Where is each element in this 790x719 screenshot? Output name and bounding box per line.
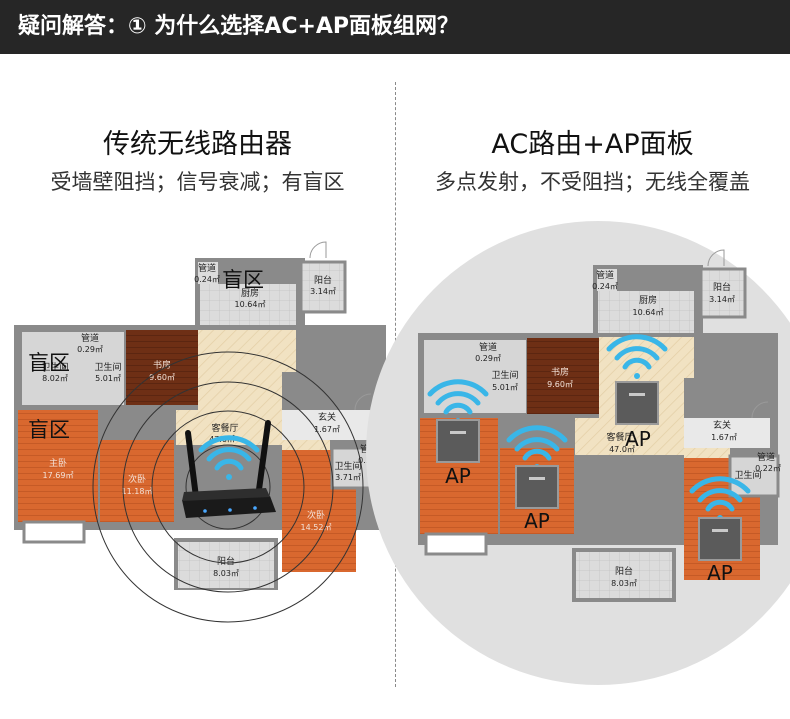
svg-text:0.24㎡: 0.24㎡ — [592, 282, 618, 291]
svg-text:11.18㎡: 11.18㎡ — [122, 487, 153, 496]
ap-panel-living: AP — [606, 334, 668, 451]
wifi-icon — [606, 334, 668, 379]
svg-text:10.64㎡: 10.64㎡ — [235, 300, 266, 309]
svg-text:AP: AP — [445, 464, 471, 488]
svg-text:5.01㎡: 5.01㎡ — [492, 383, 518, 392]
right-bath2 — [482, 340, 526, 413]
ap-panel-third: AP — [689, 476, 751, 585]
svg-text:8.02㎡: 8.02㎡ — [42, 374, 68, 383]
svg-text:管道: 管道 — [81, 332, 99, 344]
svg-text:客餐厅: 客餐厅 — [606, 431, 633, 443]
door-icon — [309, 241, 769, 419]
svg-text:1.67㎡: 1.67㎡ — [314, 425, 340, 434]
svg-text:14.52㎡: 14.52㎡ — [301, 523, 332, 532]
ap-panel-icon — [698, 517, 742, 561]
left-balcony1 — [301, 262, 345, 312]
svg-text:卫生间: 卫生间 — [94, 361, 121, 373]
svg-text:AP: AP — [625, 427, 651, 451]
svg-text:卫生间: 卫生间 — [41, 361, 68, 373]
ap-panel-second: AP — [506, 425, 568, 533]
left-bath1 — [22, 332, 80, 405]
svg-text:3.14㎡: 3.14㎡ — [310, 287, 336, 296]
left-title: 传统无线路由器 — [103, 129, 292, 160]
router-icon — [182, 420, 276, 518]
left-bath2 — [80, 332, 124, 405]
svg-text:管道: 管道 — [596, 269, 614, 281]
svg-text:1.67㎡: 1.67㎡ — [711, 433, 737, 442]
svg-text:管道: 管道 — [479, 341, 497, 353]
right-kitchen — [598, 291, 694, 333]
page-header: 疑问解答：① 为什么选择AC+AP面板组网？ — [0, 0, 790, 54]
svg-text:厨房: 厨房 — [639, 294, 657, 306]
svg-text:8.03㎡: 8.03㎡ — [611, 579, 637, 588]
svg-text:3.71㎡: 3.71㎡ — [335, 473, 361, 482]
left-second-bedroom — [100, 440, 174, 522]
svg-text:0.29㎡: 0.29㎡ — [475, 354, 501, 363]
right-study — [527, 338, 599, 414]
left-label-pipe1: 管道 — [198, 262, 216, 274]
right-bath3 — [728, 454, 780, 498]
wifi-icon — [198, 435, 260, 480]
svg-text:阳台: 阳台 — [217, 555, 235, 567]
ap-panel-icon — [615, 381, 659, 425]
svg-text:47.0㎡: 47.0㎡ — [609, 445, 635, 454]
svg-text:管道: 管道 — [757, 451, 775, 463]
left-subtitle: 受墙壁阻挡；信号衰减；有盲区 — [50, 170, 345, 194]
svg-text:9.60㎡: 9.60㎡ — [547, 380, 573, 389]
svg-text:玄关: 玄关 — [318, 411, 336, 423]
svg-text:AP: AP — [524, 509, 550, 533]
right-balcony2 — [576, 552, 672, 598]
right-bath1 — [424, 340, 482, 413]
svg-text:玄关: 玄关 — [713, 419, 731, 431]
svg-text:8.03㎡: 8.03㎡ — [213, 569, 239, 578]
right-subtitle: 多点发射，不受阻挡；无线全覆盖 — [435, 170, 750, 194]
right-pipe1 — [597, 269, 617, 291]
svg-text:9.60㎡: 9.60㎡ — [149, 373, 175, 382]
right-title: AC路由+AP面板 — [491, 129, 694, 160]
svg-text:17.69㎡: 17.69㎡ — [43, 471, 74, 480]
blind-zone-kitchen: 盲区 — [222, 268, 264, 292]
left-master-bedroom — [18, 410, 98, 522]
svg-text:10.64㎡: 10.64㎡ — [633, 308, 664, 317]
svg-text:0.24㎡: 0.24㎡ — [194, 275, 220, 284]
svg-text:厨房: 厨房 — [241, 287, 259, 299]
svg-text:阳台: 阳台 — [314, 274, 332, 286]
wifi-icon — [427, 379, 489, 424]
blind-zone-bath: 盲区 — [28, 351, 70, 375]
svg-text:5.01㎡: 5.01㎡ — [95, 374, 121, 383]
right-floor-plan: 管道 0.24㎡ 厨房 10.64㎡ 阳台 3.14㎡ 管道 0.29㎡ 卫生间… — [418, 265, 781, 602]
blind-zone-master: 盲区 — [28, 418, 70, 442]
left-study — [126, 330, 198, 405]
svg-text:3.14㎡: 3.14㎡ — [709, 295, 735, 304]
svg-text:阳台: 阳台 — [713, 281, 731, 293]
svg-text:客餐厅: 客餐厅 — [211, 422, 238, 434]
left-pipe1 — [198, 262, 218, 284]
svg-text:0.22㎡: 0.22㎡ — [755, 464, 781, 473]
svg-text:AP: AP — [707, 561, 733, 585]
wifi-icon — [689, 476, 751, 521]
svg-text:阳台: 阳台 — [615, 565, 633, 577]
svg-text:卫生间: 卫生间 — [334, 460, 361, 472]
left-kitchen — [200, 284, 296, 325]
svg-text:主卧: 主卧 — [49, 457, 67, 469]
svg-text:次卧: 次卧 — [128, 473, 146, 485]
svg-text:卫生间: 卫生间 — [734, 469, 761, 481]
left-balcony2 — [178, 542, 274, 588]
ap-panel-master: AP — [427, 379, 489, 488]
ap-panel-icon — [515, 465, 559, 509]
svg-text:卫生间: 卫生间 — [491, 369, 518, 381]
header-title: 疑问解答：① 为什么选择AC+AP面板组网？ — [18, 14, 460, 39]
svg-text:0.29㎡: 0.29㎡ — [77, 345, 103, 354]
ap-panel-icon — [436, 419, 480, 463]
left-floor-plan: 管道 0.24㎡ 厨房 10.64㎡ 阳台 3.14㎡ 管道 0.29㎡ 卫生间… — [14, 258, 386, 623]
svg-text:书房: 书房 — [551, 366, 569, 378]
right-balcony1 — [699, 267, 747, 319]
svg-text:次卧: 次卧 — [307, 509, 325, 521]
svg-text:书房: 书房 — [153, 359, 171, 371]
left-signal-rings — [92, 351, 364, 623]
